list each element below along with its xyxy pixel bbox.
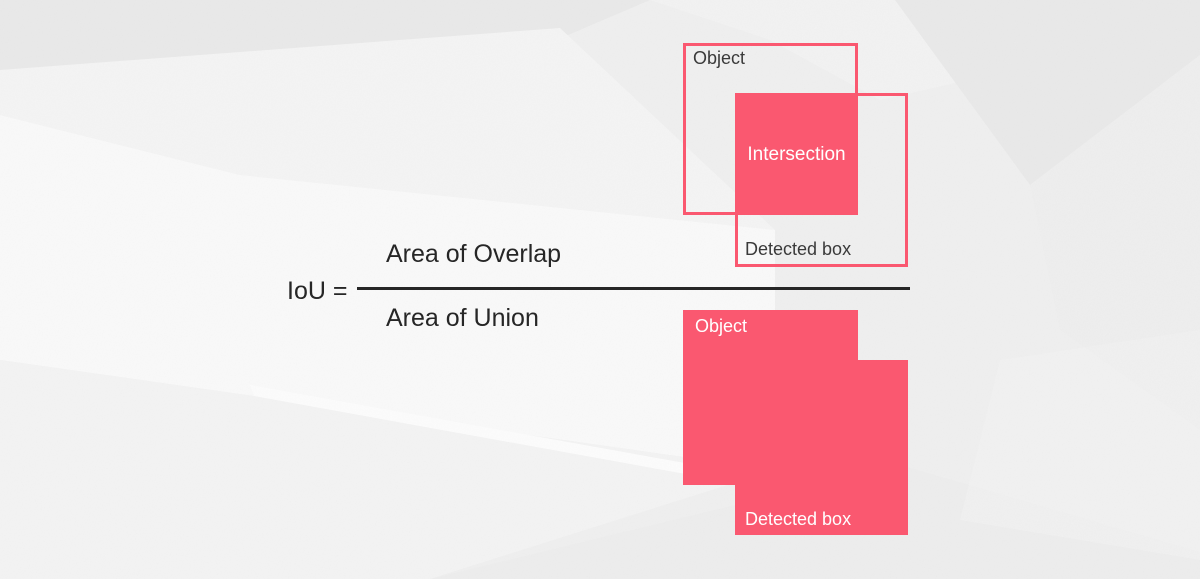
intersection-region: Intersection [735, 93, 858, 215]
detected-box-label: Detected box [745, 239, 852, 259]
formula-lhs: IoU = [287, 277, 348, 305]
intersection-label: Intersection [747, 143, 846, 165]
union-object-label: Object [695, 316, 748, 336]
formula-denominator: Area of Union [386, 304, 539, 332]
fraction-line [357, 287, 910, 290]
union-detected-label: Detected box [745, 509, 852, 529]
union-detected-rect [735, 360, 908, 535]
object-box-label: Object [693, 48, 746, 68]
formula-numerator: Area of Overlap [386, 240, 562, 268]
